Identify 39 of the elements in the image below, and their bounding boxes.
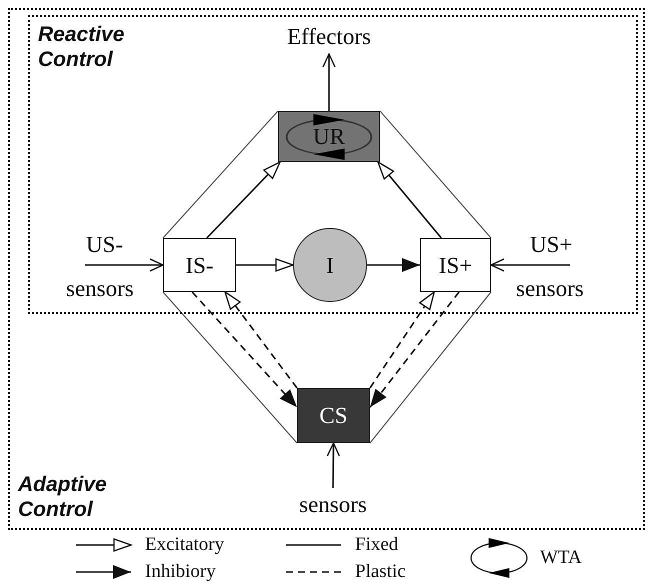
arrow [85,258,164,272]
stimulus-box [297,388,370,443]
node-label: IS+ [438,254,472,276]
arrow [322,53,336,111]
arrow [192,291,298,408]
signal-label: Effectors [274,20,384,54]
node-label: I [326,254,334,276]
arrow [369,292,460,408]
legend-label: Inhibiory [145,562,216,581]
arrow [224,291,298,388]
signal-label: US+ [530,232,572,258]
arrow [236,258,294,272]
node-label: IS- [185,254,214,276]
arrow [490,258,570,272]
legend-label: WTA [540,548,582,567]
arrow [206,161,281,239]
region-heading: Adaptive Control [18,472,108,522]
connector-line [370,292,492,444]
arrow [369,291,435,388]
sensor-box [163,238,236,292]
legend-label: Plastic [355,562,406,581]
signal-label: sensors [66,276,134,302]
sensor-box [420,238,491,292]
arrow [367,258,420,272]
signal-label: sensors [516,276,584,302]
node-label: UR [313,125,345,148]
connector-line [162,292,298,444]
arrow [326,442,340,488]
arrow [377,161,442,239]
dotted-region [28,15,638,314]
connector-line [380,110,492,238]
legend-label: Fixed [355,535,398,554]
node-label: CS [319,404,348,427]
legend-label: Excitatory [145,535,224,554]
dotted-region [8,8,645,530]
signal-label: sensors [283,488,383,522]
region-heading: Reactive Control [38,22,126,72]
connector-line [162,110,278,238]
signal-label: US- [86,232,124,258]
